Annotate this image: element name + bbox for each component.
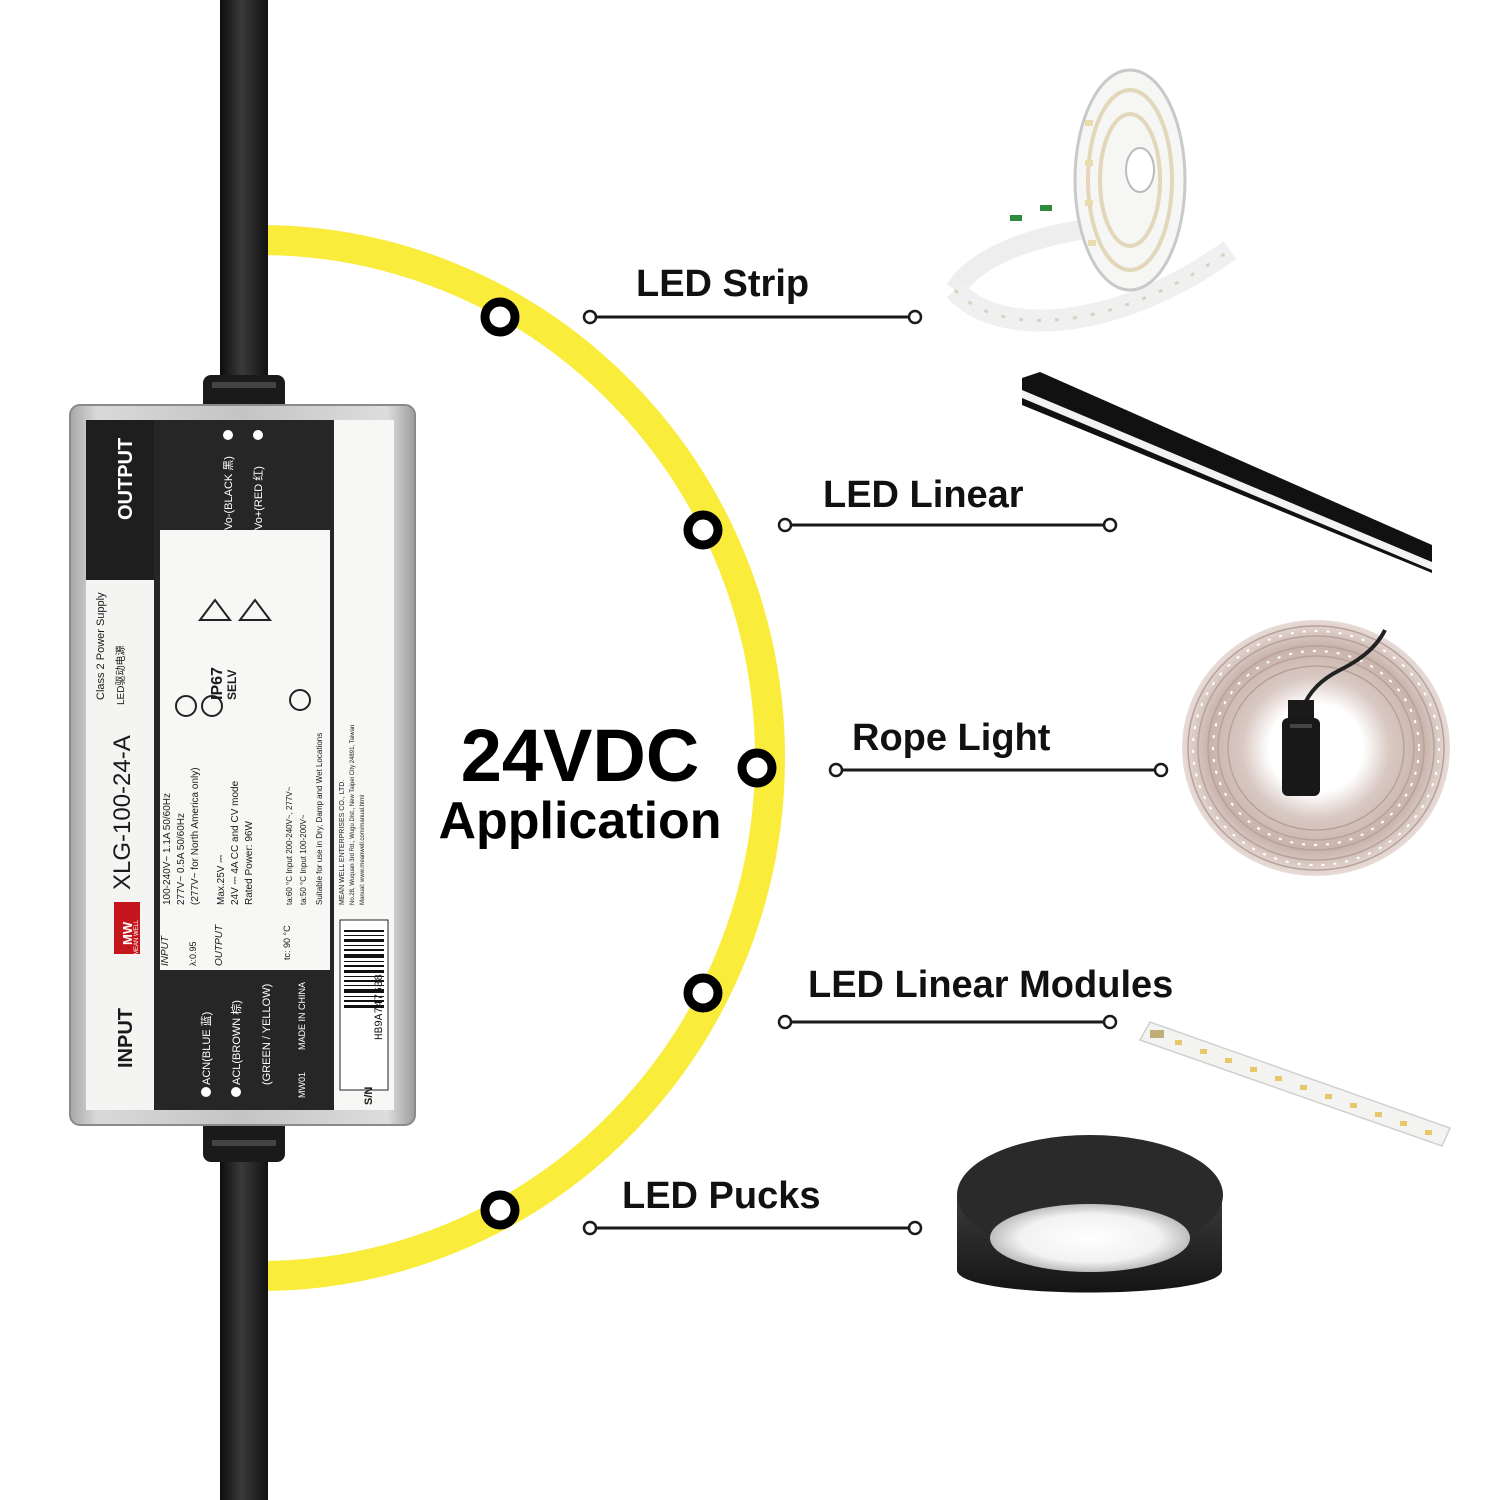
psu-tc-temperature: tc: 90 °C — [282, 925, 292, 960]
psu-manufacturer: MEAN WELL ENTERPRISES CO., LTD. — [339, 780, 346, 905]
psu-output-header: OUTPUT — [115, 438, 137, 520]
arc-node-led-linear-modules — [683, 973, 723, 1013]
psu-selv-mark: SELV — [225, 670, 239, 700]
psu-serial-label: S/N — [363, 1087, 375, 1105]
psu-output-spec-2: 24V ⎓ 4A CC and CV mode — [230, 780, 241, 905]
cert-triangle-icon — [198, 598, 232, 621]
psu-input-section: INPUT — [160, 935, 171, 966]
connector-lines — [582, 309, 1169, 1236]
psu-brand-logo-text: MW — [120, 921, 135, 945]
output-terminal-dot — [253, 430, 263, 440]
arc-node-led-pucks — [480, 1190, 520, 1230]
label-rope-light: Rope Light — [852, 717, 1051, 759]
arc-nodes — [480, 297, 777, 1230]
psu-wire-ground: (GREEN / YELLOW) — [261, 984, 273, 1085]
psu-wire-acl: ACL(BROWN 棕) — [229, 1000, 243, 1085]
arc-node-led-strip — [480, 297, 520, 337]
psu-input-pf: λ:0.95 — [188, 941, 198, 966]
led-linear-module-board-image — [1138, 1021, 1452, 1147]
psu-wire-acn: ACN(BLUE 蓝) — [200, 1012, 213, 1085]
arc-node-led-linear — [683, 510, 723, 550]
psu-made-in: MADE IN CHINA — [297, 982, 307, 1050]
psu-input-spec-1: 100-240V~ 1.1A 50/60Hz — [162, 793, 173, 905]
psu-lot-code: MW01 — [297, 1072, 307, 1098]
psu-wire-vo-minus: Vo-(BLACK 黑) — [222, 456, 235, 530]
psu-input-header: INPUT — [115, 1008, 137, 1068]
center-application-subtitle: Application — [438, 792, 722, 850]
cert-mark-icon — [289, 689, 311, 711]
cert-mark-icon — [201, 695, 223, 717]
psu-model-number: XLG-100-24-A — [109, 735, 136, 890]
rope-light-coil-image — [1182, 620, 1450, 876]
label-led-pucks: LED Pucks — [622, 1175, 821, 1217]
psu-manual: Manual: www.meanwell.com/manual.html — [360, 795, 366, 905]
psu-output-header-bg — [86, 420, 154, 580]
psu-serial-number: HB9A747638 — [374, 974, 386, 1040]
output-cable-bottom — [220, 1120, 268, 1500]
input-terminal-dot — [201, 1087, 211, 1097]
psu-address: No.28, Wuquan 3rd Rd., Wugu Dist., New T… — [350, 725, 356, 905]
psu-output-spec-1: Max.25V ⎓ — [216, 855, 227, 905]
input-cable-top — [220, 0, 268, 390]
psu-wire-vo-plus: Vo+(RED 红) — [252, 466, 265, 530]
cert-triangle-icon — [238, 598, 272, 621]
barcode-lines — [344, 930, 384, 1008]
mean-well-logo-icon — [114, 902, 140, 954]
output-terminal-dot — [223, 430, 233, 440]
psu-output-section: OUTPUT — [214, 924, 225, 966]
led-puck-light-image — [957, 1135, 1223, 1293]
label-led-linear-modules: LED Linear Modules — [808, 964, 1174, 1006]
psu-brand-subtext: MEAN WELL — [134, 919, 140, 955]
psu-output-spec-3: Rated Power: 96W — [244, 821, 255, 905]
psu-input-spec-2: 277V~ 0.5A 50/60Hz — [176, 813, 187, 905]
psu-model-suffix: LED驱动电源 — [114, 646, 127, 705]
label-led-linear: LED Linear — [823, 474, 1024, 516]
label-led-strip: LED Strip — [636, 263, 810, 305]
led-strip-reel-image — [946, 68, 1237, 332]
led-linear-bar-image — [1022, 372, 1432, 573]
psu-usage-note: Suitable for use in Dry, Damp and Wet Lo… — [315, 733, 324, 905]
power-supply-unit: OUTPUT INPUT XLG-100-24-A LED驱动电源 Class … — [69, 404, 416, 1126]
psu-ta-1: ta:60 °C Input 200-240V~, 277V~ — [285, 786, 294, 905]
psu-ta-2: ta:50 °C Input 100-200V~ — [299, 814, 308, 905]
center-voltage-title: 24VDC — [460, 714, 700, 797]
psu-input-spec-3: (277V~ for North America only) — [190, 767, 201, 905]
psu-ip-rating: IP67 — [209, 667, 226, 700]
input-terminal-dot — [231, 1087, 241, 1097]
cert-mark-icon — [175, 695, 197, 717]
arc-node-rope-light — [737, 748, 777, 788]
psu-class-text: Class 2 Power Supply — [95, 592, 107, 700]
